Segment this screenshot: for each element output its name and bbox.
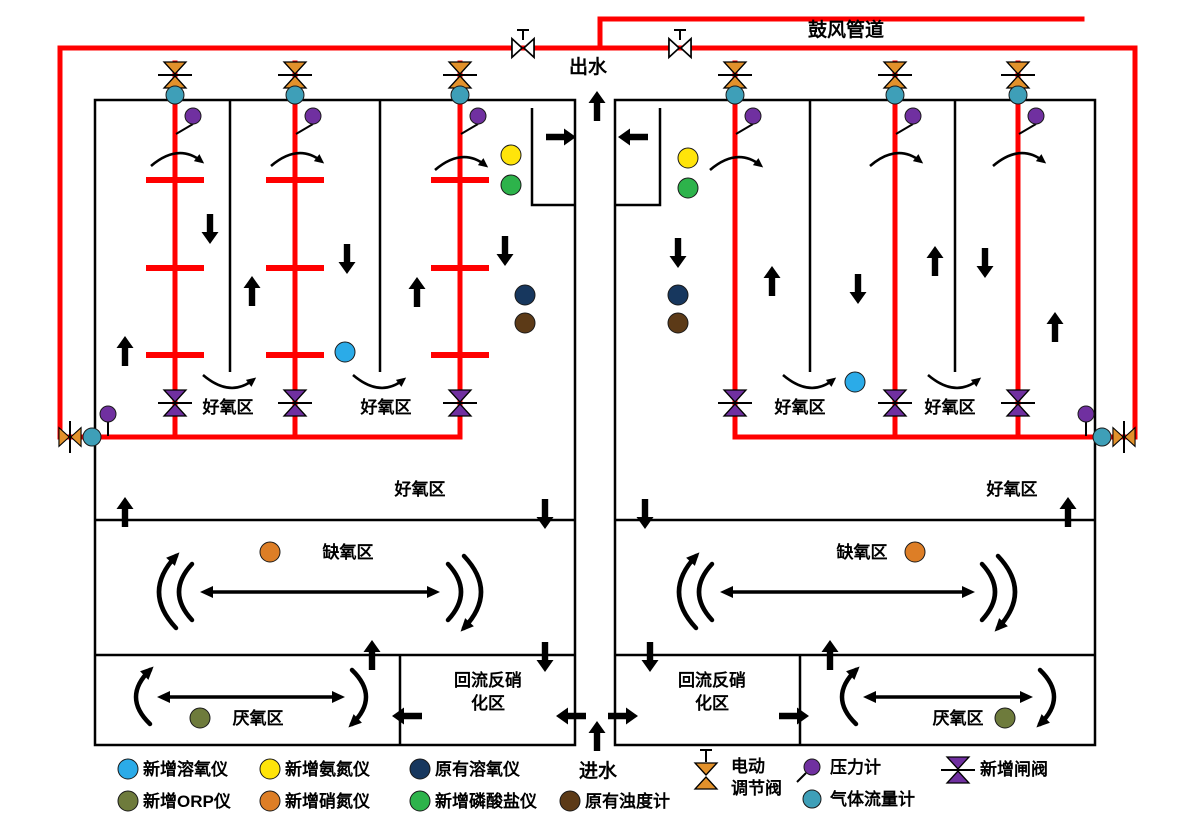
turbidity-meter-existing-icon	[514, 312, 536, 334]
anaerobic-zone-label: 厌氧区	[933, 708, 984, 728]
reflux-denit-label-line1: 回流反硝	[678, 670, 746, 690]
legend-do-meter-existing-icon	[409, 758, 431, 780]
turbidity-meters-existing	[514, 312, 689, 812]
ammonia-meters-new	[259, 144, 699, 780]
gas-flow-meter-icon	[82, 427, 102, 447]
phosphate-meter-new-icon	[677, 177, 699, 199]
pressure-gauge-icon	[304, 107, 322, 125]
do-meter-new-icon	[334, 341, 356, 363]
reflux-denit-label-line1: 回流反硝	[454, 670, 522, 690]
pressure-gauge-icon	[184, 107, 202, 125]
phosphate-meter-new-icon	[500, 174, 522, 196]
pressure-gauge-icon	[1027, 107, 1045, 125]
gas-flow-meter-icon	[165, 85, 185, 105]
phosphate-meters-new	[409, 174, 699, 812]
pressure-gauge-icon	[904, 107, 922, 125]
aerobic-zone-label: 好氧区	[774, 397, 826, 417]
legend-new-phosphate-meter-label: 新增磷酸盐仪	[435, 791, 538, 811]
gas-flow-meter-icon	[725, 85, 745, 105]
pressure-gauge-icon	[469, 107, 487, 125]
anaerobic-zone-label: 厌氧区	[233, 708, 284, 728]
pressure-gauges	[99, 107, 1095, 776]
legend-pressure-gauge-icon	[803, 758, 821, 776]
legend: 新增溶氧仪 新增氨氮仪 原有溶氧仪 新增ORP仪 新增硝氮仪 新增磷酸盐仪 原有…	[143, 756, 1048, 811]
do-meters-new	[117, 341, 866, 780]
anoxic-zone-label: 缺氧区	[837, 542, 888, 562]
aerobic-zone-label: 好氧区	[360, 397, 412, 417]
valve-stems	[69, 29, 1125, 783]
nitrate-meter-new-icon	[259, 541, 281, 563]
nitrate-meters-new	[259, 541, 926, 812]
legend-electric-valve-label-line1: 电动	[731, 756, 765, 776]
aerobic-zone-label: 好氧区	[202, 397, 254, 417]
legend-gas-flow-meter-label: 气体流量计	[829, 789, 915, 809]
legend-orp-meter-new-icon	[117, 790, 139, 812]
legend-new-nitrate-meter-label: 新增硝氮仪	[285, 791, 371, 811]
legend-ammonia-meter-new-icon	[259, 758, 281, 780]
reflux-denit-label-line2: 化区	[695, 693, 729, 713]
orp-meter-new-icon	[994, 707, 1016, 729]
do-meters-existing	[409, 284, 689, 780]
legend-do-meter-new-icon	[117, 758, 139, 780]
ammonia-meter-new-icon	[677, 147, 699, 169]
reflux-denit-label-line2: 化区	[471, 693, 505, 713]
pressure-gauge-icon	[744, 107, 762, 125]
legend-gas-flow-meter-icon	[802, 789, 822, 809]
legend-phosphate-meter-new-icon	[409, 790, 431, 812]
effluent-label: 出水	[569, 55, 608, 78]
do-meter-existing-icon	[667, 284, 689, 306]
legend-pressure-gauge-label: 压力计	[830, 757, 881, 777]
air-pipe-main	[57, 16, 1138, 440]
air-diffusers	[146, 177, 489, 358]
nitrate-meter-new-icon	[904, 541, 926, 563]
pressure-gauge-icon	[1077, 405, 1095, 423]
aerobic-zone-label: 好氧区	[394, 479, 446, 499]
aerobic-zone-label: 好氧区	[924, 397, 976, 417]
legend-existing-do-meter-label: 原有溶氧仪	[435, 759, 521, 779]
gas-flow-meter-icon	[450, 85, 470, 105]
orp-meter-new-icon	[189, 707, 211, 729]
turbidity-meter-existing-icon	[667, 312, 689, 334]
legend-new-ammonia-meter-label: 新增氨氮仪	[285, 759, 371, 779]
legend-nitrate-meter-new-icon	[259, 790, 281, 812]
blower-pipeline-label: 鼓风管道	[808, 18, 884, 41]
pressure-gauge-icon	[99, 405, 117, 423]
do-meter-existing-icon	[514, 284, 536, 306]
aerobic-zone-label: 好氧区	[986, 479, 1038, 499]
legend-new-do-meter-label: 新增溶氧仪	[143, 759, 229, 779]
legend-turbidity-meter-existing-icon	[559, 790, 581, 812]
legend-new-gate-valve-label: 新增闸阀	[980, 759, 1048, 779]
air-pipe-network	[57, 16, 1138, 440]
circulation-arrows	[133, 552, 1057, 728]
orp-meters-new	[117, 707, 1016, 812]
diagram-labels: 鼓风管道 出水 进水 好氧区 好氧区 好氧区 好氧区 好氧区 好氧区 缺氧区 缺…	[202, 18, 1038, 782]
gas-flow-meter-icon	[1008, 85, 1028, 105]
do-meter-new-icon	[844, 371, 866, 393]
legend-electric-valve-label-line2: 调节阀	[731, 778, 782, 798]
gas-flow-meter-icon	[885, 85, 905, 105]
diffuser-bars	[146, 177, 489, 358]
gas-flow-meter-icon	[1092, 427, 1112, 447]
basin-structure	[93, 98, 1097, 747]
gas-flow-meters	[82, 85, 1112, 809]
legend-existing-turbidity-meter-label: 原有浊度计	[585, 791, 670, 811]
anoxic-zone-label: 缺氧区	[323, 542, 374, 562]
legend-new-orp-meter-label: 新增ORP仪	[143, 791, 232, 811]
influent-label: 进水	[579, 760, 618, 782]
gas-flow-meter-icon	[285, 85, 305, 105]
ammonia-meter-new-icon	[500, 144, 522, 166]
